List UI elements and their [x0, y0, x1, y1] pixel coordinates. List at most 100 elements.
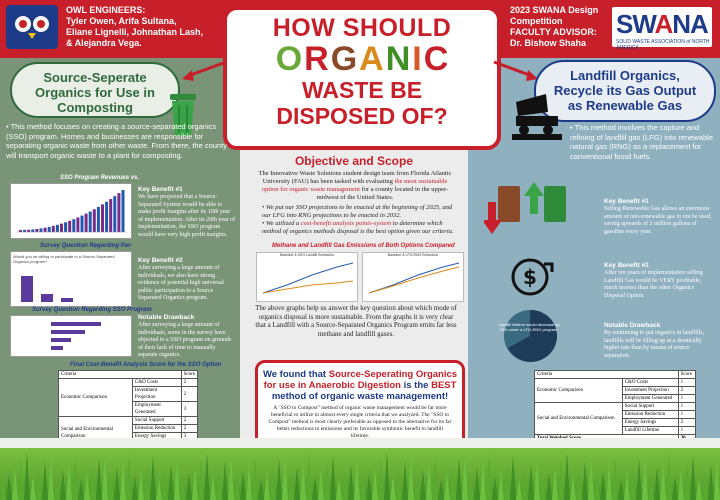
grass-blade: [294, 467, 300, 500]
conclusion-text: is the: [400, 380, 432, 391]
grass-blade: [318, 469, 324, 500]
table-cell: 2: [180, 424, 199, 433]
grass-blade: [570, 475, 576, 500]
revenue-bar: [27, 229, 31, 232]
grass-blade: [402, 461, 408, 500]
conclusion-heading: We found that Source-Seperating Organics…: [258, 369, 462, 402]
organic-letter: G: [330, 40, 358, 78]
grass-blade: [384, 452, 390, 500]
drawback-title: Notable Drawback: [604, 322, 661, 329]
grass-blade: [210, 475, 216, 500]
grass-blade: [300, 460, 306, 500]
title-line-2: WASTE BE: [301, 77, 423, 103]
grass-blade: [66, 463, 72, 500]
benefit-title: Key Benefit #2: [138, 257, 183, 264]
sso-emissions-graph: Baseline & SSO Landfill Emissions: [256, 252, 358, 302]
comp-line: 2023 SWANA Design: [510, 5, 599, 15]
graph-title: Baseline & SSO Landfill Emissions: [279, 253, 335, 257]
table-cell: Criteria: [58, 370, 182, 379]
grass-blade: [510, 455, 516, 500]
money-icon: $: [511, 258, 554, 296]
grass-blade: [564, 452, 570, 500]
grass-blade: [144, 462, 150, 500]
intro-text: The Innovative Waste Solutions student d…: [258, 170, 452, 185]
grass-blade: [576, 468, 582, 500]
grass-blade: [690, 455, 696, 500]
revenue-bar: [80, 215, 84, 232]
grass-blade: [354, 457, 360, 500]
table-cell: 2: [180, 386, 199, 402]
lfg-heading: Landfill Organics, Recycle its Gas Outpu…: [534, 60, 716, 122]
grass-blade: [102, 451, 108, 500]
table-cell: Employment Generated: [131, 401, 182, 417]
revenue-bars: [17, 190, 127, 233]
sso-heading-line: Source-Seperate: [43, 70, 147, 85]
grass-blade: [432, 456, 438, 500]
intro-text: for a county located in the upper-midwes…: [316, 186, 449, 201]
grass-blade: [480, 460, 486, 500]
grass-blade: [504, 462, 510, 500]
grass-blade: [312, 476, 318, 500]
title-line-1: HOW SHOULD: [272, 14, 452, 42]
revenue-bar: [68, 220, 72, 232]
grass-blade: [528, 464, 534, 500]
revenue-bar: [76, 217, 80, 232]
grass-blade: [546, 473, 552, 500]
revenue-bar: [39, 228, 43, 232]
grass-blade: [450, 465, 456, 500]
grass-blade: [204, 452, 210, 500]
grass-blade: [54, 477, 60, 500]
grass-blade: [30, 475, 36, 500]
grass-blade: [240, 470, 246, 500]
grass-blade: [438, 479, 444, 500]
grass-blade: [378, 459, 384, 500]
grass-blade: [558, 459, 564, 500]
grass-blade: [408, 454, 414, 500]
revenue-bar: [113, 196, 117, 232]
grass-blade: [270, 465, 276, 500]
svg-text:$: $: [523, 265, 537, 289]
table-cell: Economic Comparison: [58, 378, 133, 417]
arrow-left-icon: [182, 60, 227, 81]
grass-blade: [174, 457, 180, 500]
swana-tagline: SOLID WASTE ASSOCIATION of NORTH AMERICA: [616, 39, 710, 51]
revenue-bar: [64, 222, 68, 232]
grass-blade: [348, 464, 354, 500]
revenue-bar: [35, 228, 39, 232]
table-cell: 1: [677, 410, 697, 419]
table-cell: 1: [677, 402, 697, 411]
sso-revenue-chart: [10, 183, 132, 239]
grass-blade: [186, 473, 192, 500]
table-cell: 1: [677, 426, 697, 435]
table-cell: 1: [677, 394, 697, 403]
grass-blade: [306, 453, 312, 500]
revenue-bar: [109, 199, 113, 232]
sso-description-text: This method focuses on creating a source…: [6, 122, 227, 160]
revenue-bar: [19, 230, 22, 232]
conclusion-paragraph: A "SSO to Compost" method of organic was…: [268, 405, 452, 439]
table-cell: Criteria: [534, 370, 679, 379]
grass-blade: [282, 451, 288, 500]
conclusion-best: BEST: [431, 380, 457, 391]
grass-blade: [444, 472, 450, 500]
grass-blade: [462, 451, 468, 500]
grass-blades: [0, 438, 720, 500]
revenue-bar: [117, 193, 121, 232]
revenue-bar: [72, 219, 76, 232]
sso-benefit-1: Key Benefit #1 We have projected that a …: [138, 186, 236, 239]
grass-blade: [360, 480, 366, 500]
graph-caption: Methane and Landfill Gas Emissions of Bo…: [272, 243, 455, 249]
grass-blade: [714, 457, 720, 500]
chart2-title: Survey Question Regarding Par-: [40, 243, 133, 249]
grass-blade: [96, 458, 102, 500]
table-cell: 2: [180, 416, 199, 425]
dump-truck-icon: [512, 94, 562, 140]
grass-blade: [60, 470, 66, 500]
grass-blade: [522, 471, 528, 500]
grass-blade: [114, 467, 120, 500]
table-cell: C&O Costs: [621, 378, 679, 387]
